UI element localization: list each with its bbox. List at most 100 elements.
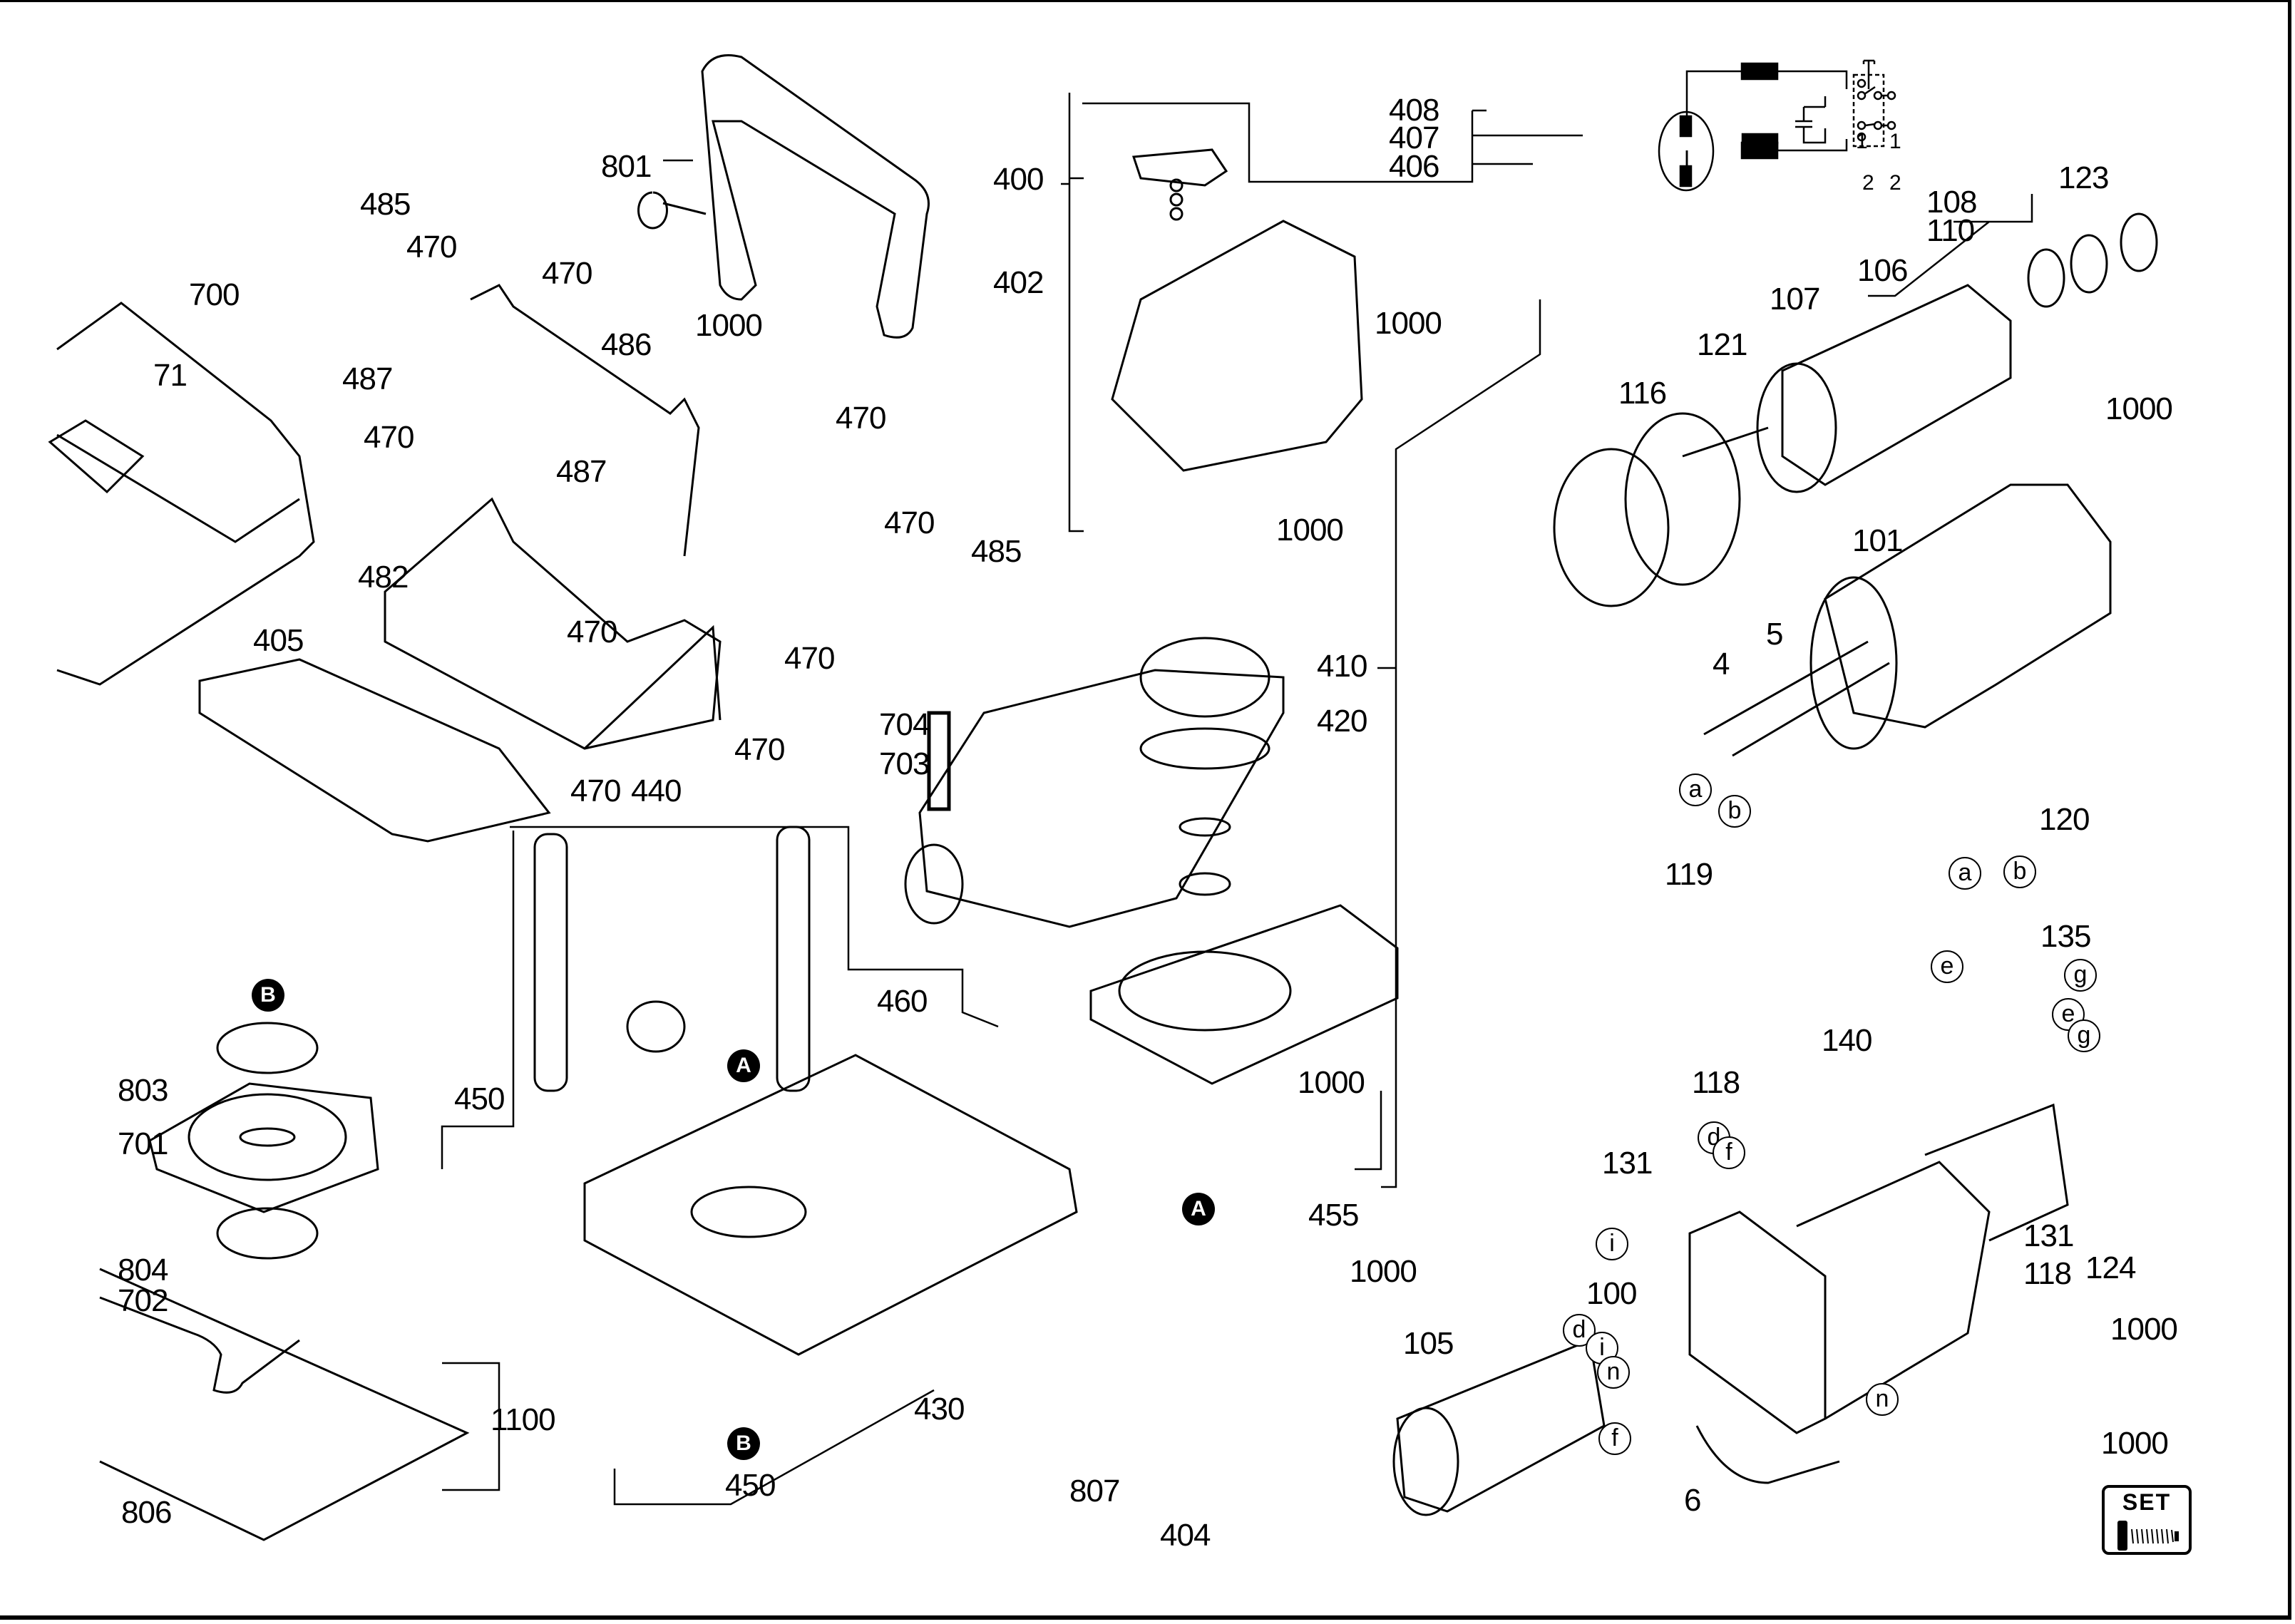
wire-marker-b: b	[1718, 795, 1751, 828]
part-label-470: 470	[406, 230, 457, 264]
part-label-1000: 1000	[1298, 1065, 1365, 1100]
part-label-450: 450	[725, 1468, 776, 1503]
part-label-470: 470	[542, 256, 592, 291]
switch-position-label: 2	[1862, 171, 1874, 195]
part-label-1100: 1100	[491, 1402, 556, 1437]
part-label-704: 704	[879, 707, 930, 742]
part-label-1000-set: 1000	[2101, 1426, 2169, 1461]
part-label-6: 6	[1684, 1483, 1702, 1518]
part-label-485: 485	[971, 534, 1022, 569]
reference-marker-a: A	[1182, 1193, 1215, 1225]
part-label-807: 807	[1069, 1474, 1120, 1509]
part-label-116: 116	[1618, 376, 1667, 411]
part-label-124: 124	[2085, 1250, 2136, 1285]
part-label-470: 470	[567, 615, 617, 649]
motor-housing-101	[1703, 483, 2112, 757]
switch-position-label: 2	[1889, 171, 1901, 195]
part-label-482: 482	[358, 560, 409, 595]
motor-housing-100	[1688, 1103, 2069, 1484]
part-label-486: 486	[601, 327, 652, 362]
part-label-1000: 1000	[2110, 1312, 2178, 1347]
part-label-100: 100	[1586, 1276, 1637, 1311]
base-430	[533, 826, 1078, 1356]
set-badge-text: SET	[2122, 1489, 2172, 1515]
stator-105	[1392, 1338, 1606, 1516]
wire-marker-i: i	[1596, 1228, 1628, 1260]
reference-marker-b: B	[727, 1427, 760, 1460]
part-label-470: 470	[836, 401, 886, 436]
part-label-406: 406	[1389, 149, 1439, 184]
wire-marker-g: g	[2068, 1019, 2100, 1052]
part-label-402: 402	[993, 265, 1044, 300]
switch-position-label: 1	[1856, 130, 1868, 153]
part-label-703: 703	[879, 746, 930, 781]
part-label-131: 131	[1602, 1146, 1653, 1181]
part-label-470: 470	[364, 420, 414, 455]
wire-marker-a: a	[1949, 857, 1981, 890]
part-label-410: 410	[1317, 649, 1367, 684]
part-label-455: 455	[1308, 1198, 1359, 1233]
part-label-400: 400	[993, 162, 1044, 197]
screw-set-icon	[2117, 1521, 2179, 1551]
part-label-405: 405	[253, 623, 304, 658]
part-label-460: 460	[877, 984, 928, 1019]
part-label-487: 487	[342, 361, 393, 396]
plate-806	[99, 1268, 470, 1541]
cutter-701	[148, 1022, 379, 1260]
part-label-806: 806	[121, 1495, 172, 1530]
part-label-440: 440	[631, 774, 682, 808]
part-label-407: 407	[1389, 120, 1439, 155]
fence-assembly	[384, 284, 722, 750]
handle-801	[637, 54, 930, 339]
part-label-5: 5	[1766, 617, 1784, 652]
part-label-430: 430	[914, 1392, 965, 1427]
part-label-131: 131	[2023, 1218, 2074, 1253]
wire-marker-n: n	[1597, 1356, 1630, 1389]
part-label-487: 487	[556, 454, 607, 489]
circuit-diagram	[1658, 59, 1896, 192]
part-label-470: 470	[570, 774, 621, 808]
part-label-118: 118	[2023, 1256, 2072, 1291]
part-label-804: 804	[118, 1253, 168, 1288]
part-label-140: 140	[1822, 1023, 1872, 1058]
gear-housing-402	[1111, 148, 1363, 472]
part-label-71: 71	[153, 358, 188, 393]
wire-marker-e: e	[1931, 950, 1963, 983]
part-label-101: 101	[1852, 523, 1903, 558]
part-label-408: 408	[1389, 93, 1439, 128]
part-label-404: 404	[1160, 1518, 1211, 1553]
part-label-119: 119	[1665, 857, 1713, 892]
switch-position-label: 1	[1889, 130, 1901, 153]
part-label-106: 106	[1857, 253, 1908, 288]
case-700	[48, 302, 315, 686]
reference-marker-a: A	[727, 1049, 760, 1082]
leader-lines	[441, 93, 2033, 1506]
part-label-803: 803	[118, 1073, 168, 1108]
wire-marker-g: g	[2064, 959, 2097, 992]
plate-405	[198, 658, 551, 843]
wire-marker-f: f	[1713, 1136, 1745, 1169]
part-label-450: 450	[454, 1081, 505, 1116]
part-label-4: 4	[1713, 647, 1730, 682]
gearbox-body	[904, 637, 1399, 1085]
part-label-123: 123	[2058, 160, 2109, 195]
part-label-485: 485	[360, 187, 411, 222]
part-label-135: 135	[2040, 919, 2091, 954]
part-label-1000: 1000	[1350, 1254, 1417, 1289]
part-label-1000: 1000	[695, 308, 763, 343]
part-label-470: 470	[884, 505, 935, 540]
part-label-108: 108	[1926, 185, 1977, 220]
wire-marker-b: b	[2003, 855, 2036, 888]
part-label-1000: 1000	[2105, 391, 2173, 426]
part-label-105: 105	[1403, 1326, 1454, 1361]
part-label-420: 420	[1317, 704, 1367, 739]
wire-marker-f: f	[1598, 1422, 1631, 1455]
wire-marker-n: n	[1866, 1383, 1899, 1416]
reference-marker-b: B	[252, 979, 284, 1012]
part-label-700: 700	[189, 277, 240, 312]
part-label-701: 701	[118, 1126, 168, 1161]
screw-set-badge: SET	[2102, 1485, 2192, 1555]
part-label-470: 470	[784, 641, 835, 676]
part-label-1000: 1000	[1276, 513, 1344, 548]
